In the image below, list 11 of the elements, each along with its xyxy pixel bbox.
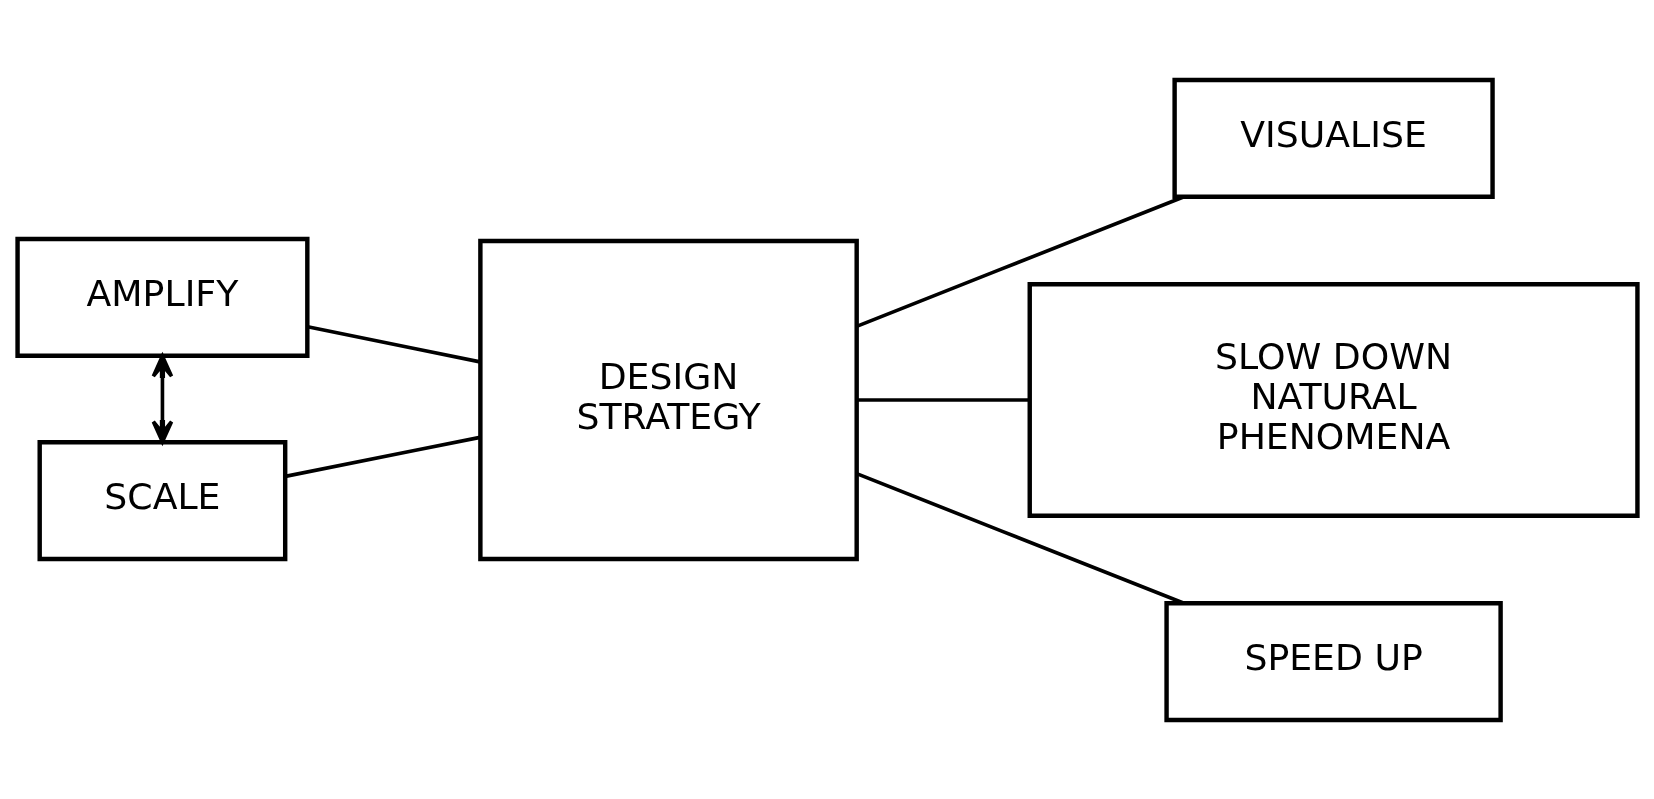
connector	[856, 194, 1185, 328]
node-box: DESIGN STRATEGY	[477, 238, 859, 561]
connector	[306, 324, 480, 364]
node-box: VISUALISE	[1171, 77, 1495, 199]
node-box: SPEED UP	[1163, 600, 1503, 722]
node-box: AMPLIFY	[14, 236, 310, 358]
connector	[856, 397, 1030, 402]
node-box: SCALE	[37, 439, 287, 561]
connector	[284, 435, 480, 478]
arrow	[151, 353, 173, 444]
node-box: SLOW DOWN NATURAL PHENOMENA	[1027, 281, 1640, 518]
